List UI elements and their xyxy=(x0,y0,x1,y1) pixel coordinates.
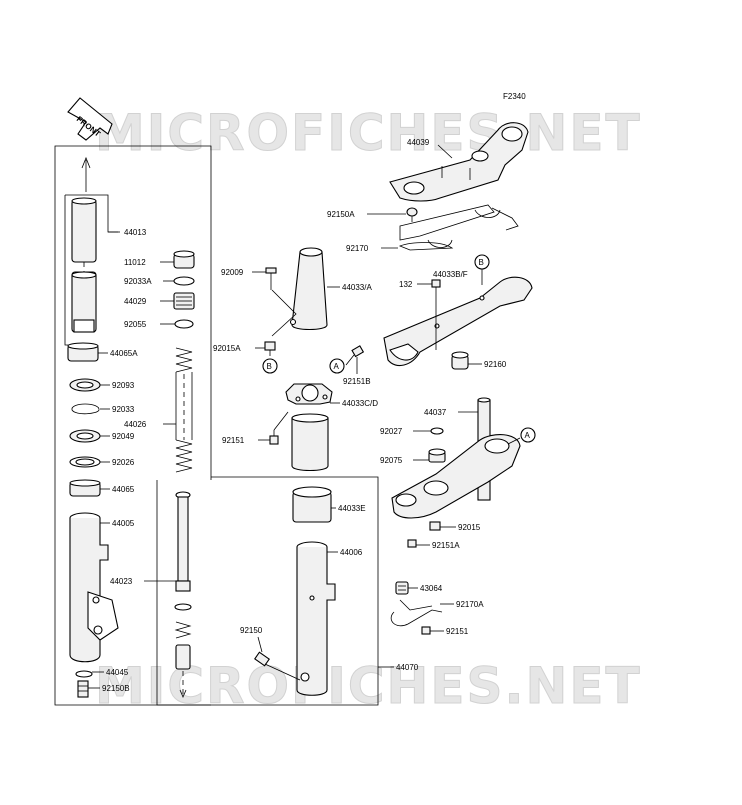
washer-92027 xyxy=(430,427,444,435)
callout-b-left-text: B xyxy=(267,362,272,371)
label-44023: 44023 xyxy=(110,577,133,586)
bolt-92015A xyxy=(264,341,276,356)
label-44065A: 44065A xyxy=(110,349,138,358)
label-92150A: 92150A xyxy=(327,210,355,219)
label-44039: 44039 xyxy=(407,138,430,147)
bushing-44065 xyxy=(69,479,101,497)
label-92151B: 92151B xyxy=(343,377,371,386)
watermark-top: MICROFICHES.NET xyxy=(95,104,642,162)
label-92055: 92055 xyxy=(124,320,147,329)
screw-92151-right xyxy=(421,626,431,635)
oilseal-92049 xyxy=(69,429,101,443)
label-44070: 44070 xyxy=(396,663,419,672)
label-44033A: 44033/A xyxy=(342,283,372,292)
label-44029: 44029 xyxy=(124,297,147,306)
label-92170A: 92170A xyxy=(456,600,484,609)
snapring-92033 xyxy=(71,403,100,415)
seal-92093 xyxy=(69,378,101,392)
label-92015: 92015 xyxy=(458,523,481,532)
bearing-92075 xyxy=(428,448,446,463)
bushing-92160 xyxy=(451,351,469,370)
label-92075: 92075 xyxy=(380,456,403,465)
right-fork-frame xyxy=(156,476,379,706)
callout-a-right-text: A xyxy=(525,431,531,440)
label-92150: 92150 xyxy=(240,626,263,635)
outer-tube-44006 xyxy=(296,541,336,696)
lower-cover-44033CD xyxy=(285,383,333,472)
middle-bracket-44033BF xyxy=(383,276,533,367)
damper-rod-44023 xyxy=(174,491,192,699)
steering-stem-44037 xyxy=(391,397,521,519)
screw-92151-mid xyxy=(269,411,289,445)
upper-bracket-44039 xyxy=(389,122,529,202)
callout-a-mid-text: A xyxy=(334,362,340,371)
washer-44045 xyxy=(75,670,93,678)
label-92093: 92093 xyxy=(112,381,135,390)
bolt-132 xyxy=(431,279,441,300)
label-92015A: 92015A xyxy=(213,344,241,353)
label-92151-right: 92151 xyxy=(446,627,469,636)
label-132: 132 xyxy=(399,280,413,289)
label-44033BF: 44033B/F xyxy=(433,270,468,279)
screw-92009 xyxy=(265,267,277,290)
label-92160: 92160 xyxy=(484,360,507,369)
callout-a-mid: A xyxy=(329,358,345,374)
label-92151-mid: 92151 xyxy=(222,436,245,445)
washer-92026 xyxy=(69,456,101,468)
callout-b-left: B xyxy=(262,358,278,374)
label-43064: 43064 xyxy=(420,584,443,593)
label-44005: 44005 xyxy=(112,519,135,528)
label-44033CD: 44033C/D xyxy=(342,399,378,408)
callout-b-right-text: B xyxy=(479,258,484,267)
label-44026: 44026 xyxy=(124,420,147,429)
oring-92055 xyxy=(174,319,194,329)
bolt-92150 xyxy=(254,651,301,681)
cover-44033A xyxy=(271,247,328,337)
bolt-92151B xyxy=(345,345,365,366)
bolt-92150A xyxy=(406,207,418,222)
label-44037: 44037 xyxy=(424,408,447,417)
label-92049: 92049 xyxy=(112,432,135,441)
label-92033: 92033 xyxy=(112,405,135,414)
cap-11012 xyxy=(173,250,195,269)
clamp-92170A xyxy=(390,599,443,627)
label-92009: 92009 xyxy=(221,268,244,277)
sleeve-44033E xyxy=(292,486,332,523)
label-92026: 92026 xyxy=(112,458,135,467)
callout-a-right: A xyxy=(520,427,536,443)
label-44013: 44013 xyxy=(124,228,147,237)
fork-tube-44013 xyxy=(64,156,118,346)
front-arrow-icon: FRONT xyxy=(67,97,113,141)
label-44065: 44065 xyxy=(112,485,135,494)
bushing-44065A xyxy=(67,342,99,362)
spring-44026 xyxy=(175,347,193,473)
label-44006: 44006 xyxy=(340,548,363,557)
label-11012: 11012 xyxy=(124,258,146,267)
callout-b-right: B xyxy=(474,254,490,270)
bolt-92151A xyxy=(407,539,417,548)
part-43064 xyxy=(395,581,409,595)
bolt-44029 xyxy=(173,292,195,310)
bolt-92150B xyxy=(77,680,89,698)
label-92033A: 92033A xyxy=(124,277,152,286)
outer-tube-44005 xyxy=(69,512,119,663)
clamp-92170 xyxy=(398,204,519,251)
figure-id: F2340 xyxy=(503,92,526,101)
label-92150B: 92150B xyxy=(102,684,130,693)
label-92151A: 92151A xyxy=(432,541,460,550)
bolt-92015 xyxy=(429,521,441,531)
ring-92033A xyxy=(173,276,195,286)
label-44045: 44045 xyxy=(106,668,129,677)
label-44033E: 44033E xyxy=(338,504,366,513)
label-92170: 92170 xyxy=(346,244,369,253)
label-92027: 92027 xyxy=(380,427,403,436)
